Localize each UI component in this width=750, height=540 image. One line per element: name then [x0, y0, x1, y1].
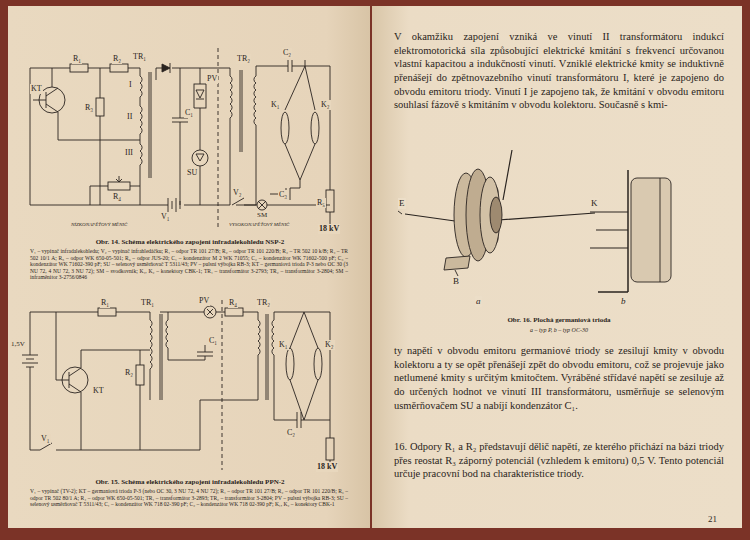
- voltage-label: 18 kV: [318, 224, 340, 234]
- part-label: R₂: [124, 368, 134, 378]
- part-label: K: [590, 198, 599, 209]
- part-label: a: [475, 296, 482, 307]
- part-label: R₃: [84, 103, 94, 113]
- part-label: SM: [256, 211, 268, 219]
- section-label: NÍZKONAPĚŤOVÝ MĚNIČ: [70, 222, 128, 228]
- part-label: I: [128, 80, 133, 90]
- part-label: K₁: [270, 100, 281, 110]
- resistor-symbol: [70, 64, 88, 72]
- part-label: C₁: [184, 108, 194, 118]
- part-label: R₁: [100, 298, 110, 308]
- part-label: KT: [92, 386, 105, 396]
- part-label: V₂: [232, 188, 243, 198]
- figure-caption: Obr. 15. Schéma elektrického zapojení in…: [20, 478, 360, 486]
- part-label: B: [452, 276, 460, 287]
- part-label: II: [126, 112, 133, 122]
- part-label: C₂: [282, 48, 292, 58]
- figure-caption: Obr. 14. Schéma elektrického zapojení in…: [20, 238, 360, 246]
- part-label: TR₁: [140, 298, 155, 308]
- part-label: E: [398, 198, 406, 209]
- part-label: K₂: [324, 340, 335, 350]
- part-label: V₁: [160, 212, 171, 222]
- part-label: K₂: [320, 100, 331, 110]
- part-label: TR₂: [236, 54, 251, 64]
- part-label: K₁: [278, 340, 289, 350]
- part-label: PV: [198, 296, 210, 306]
- part-label: C₁: [208, 336, 218, 346]
- part-label: R₄: [228, 298, 238, 308]
- page-number: 21: [708, 514, 717, 525]
- part-label: R₂: [112, 54, 122, 64]
- part-label: R₄: [112, 192, 122, 202]
- part-label: TR₂: [256, 298, 271, 308]
- part-label: PV: [206, 74, 218, 84]
- part-label: R₅: [316, 198, 326, 208]
- part-label: SU: [186, 168, 198, 178]
- voltage-label: 18 kV: [316, 462, 338, 472]
- voltage-label: 1,5V: [10, 340, 26, 348]
- part-label: V₁: [40, 434, 51, 444]
- parts-list: V₁ – vypínač infradalekohledu; V₂ – vypí…: [30, 248, 348, 281]
- parts-list: V₁ – vypínač (TV-2); KT – germaniová tri…: [30, 488, 348, 508]
- part-label: III: [124, 148, 134, 158]
- body-text: ty napětí v obvodu emitoru germaniové tr…: [394, 344, 724, 412]
- resistor-symbol: [110, 64, 128, 72]
- part-label: R₁: [72, 54, 82, 64]
- part-label: TR₁: [132, 52, 147, 62]
- figure-caption: Obr. 16. Plochá germaniová trioda: [394, 316, 724, 324]
- body-text: V okamžiku zapojení vzniká ve vinutí II …: [394, 30, 724, 112]
- part-label: C₃: [278, 190, 288, 200]
- figure-subcaption: a – typ P, b – typ OC-30: [394, 327, 724, 334]
- part-label: b: [620, 296, 627, 307]
- part-label: KT: [30, 84, 43, 94]
- section-label: VYSOKONAPĚŤOVÝ MĚNIČ: [228, 222, 290, 228]
- part-label: C₂: [286, 428, 296, 438]
- body-text: 16. Odpory R₁ a R₂ představují dělič nap…: [394, 440, 724, 481]
